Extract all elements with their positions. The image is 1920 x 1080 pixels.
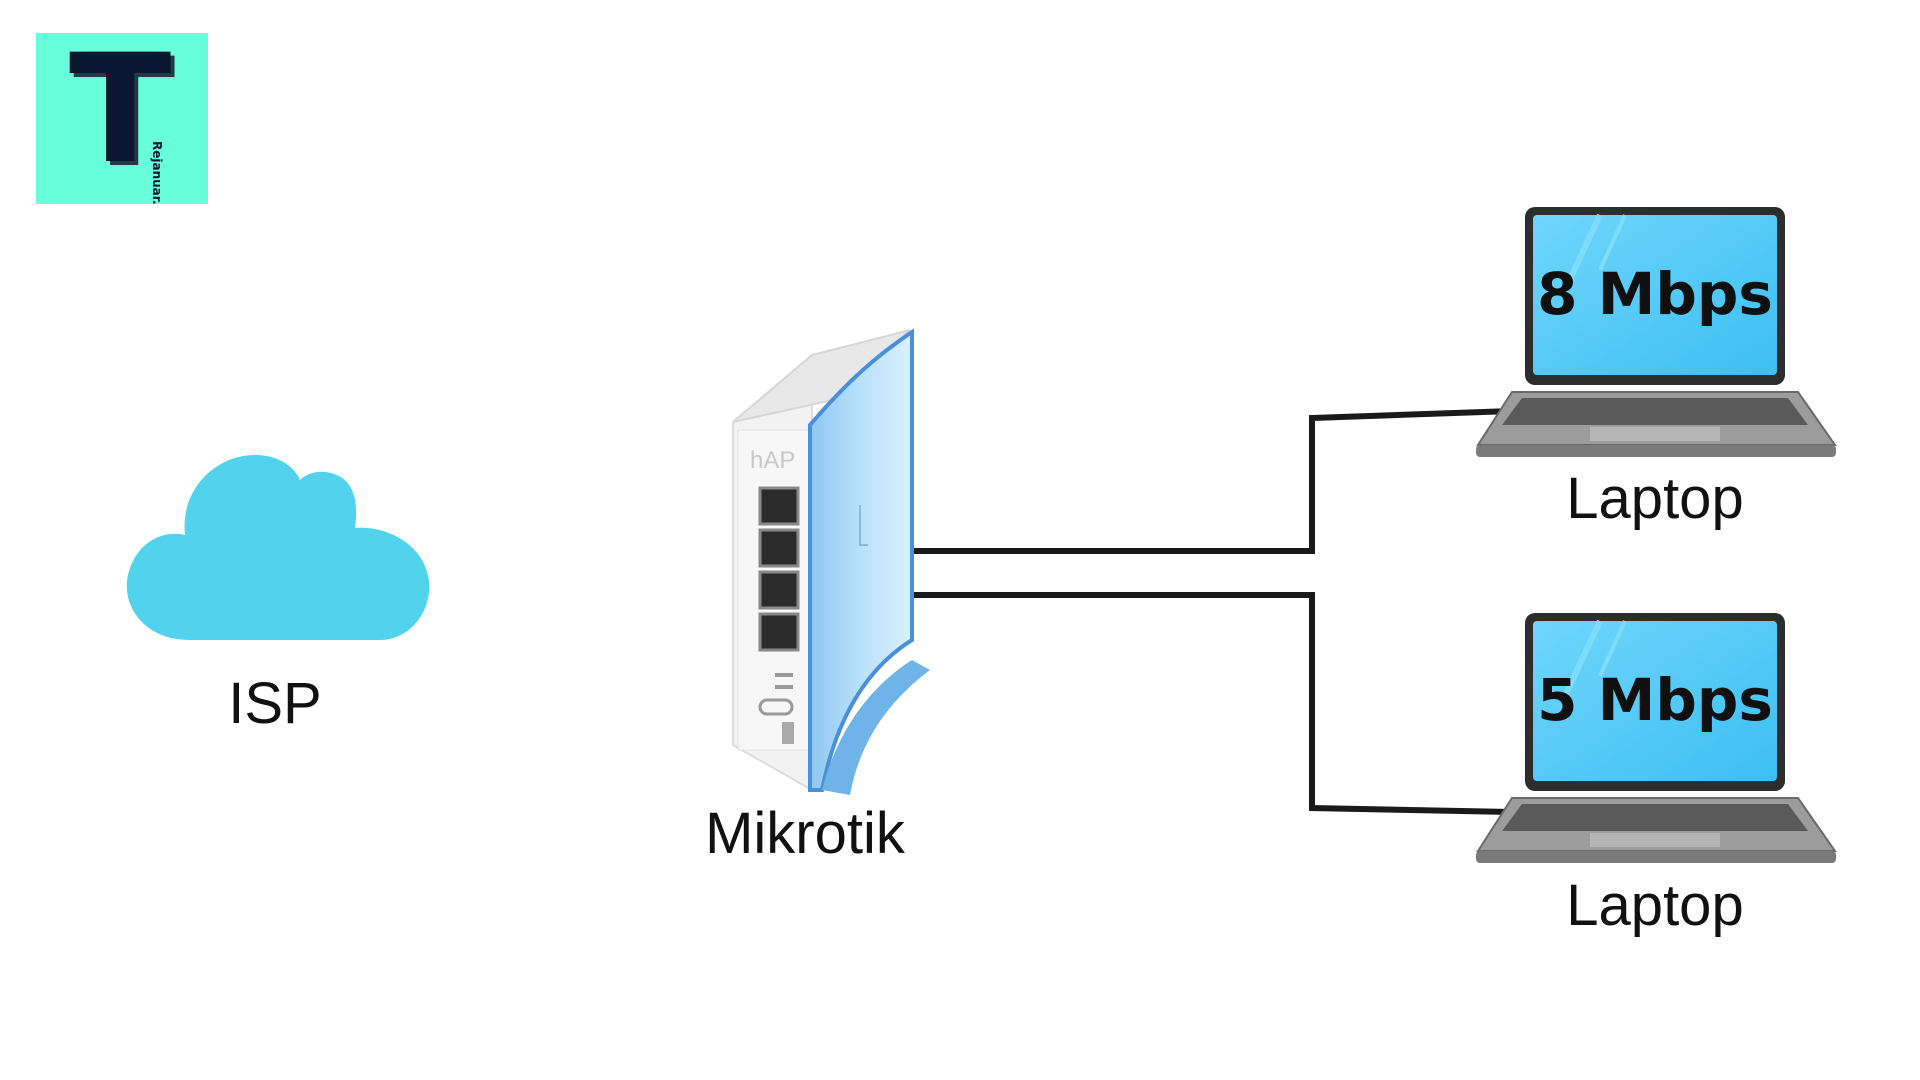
router-ports <box>758 486 800 652</box>
logo-letter-shadow: T <box>73 27 176 201</box>
laptop-2-label: Laptop <box>1566 873 1744 938</box>
laptop-1-label: Laptop <box>1566 466 1744 531</box>
cable-router-laptop-1 <box>780 408 1513 554</box>
logo: T T Rejanuar. <box>36 23 208 205</box>
router-model-text: hAP <box>750 447 795 474</box>
logo-letter: T <box>69 23 172 197</box>
cloud-icon <box>126 455 430 640</box>
laptop-1-speed: 8 Mbps <box>1537 260 1773 328</box>
isp-label: ISP <box>228 671 322 736</box>
router-label: Mikrotik <box>705 801 905 866</box>
router-icon <box>732 328 930 795</box>
cable-router-laptop-2 <box>780 592 1513 815</box>
laptop-icon <box>1476 613 1837 863</box>
laptop-2-speed: 5 Mbps <box>1537 666 1773 734</box>
laptop-icon <box>1476 207 1837 457</box>
